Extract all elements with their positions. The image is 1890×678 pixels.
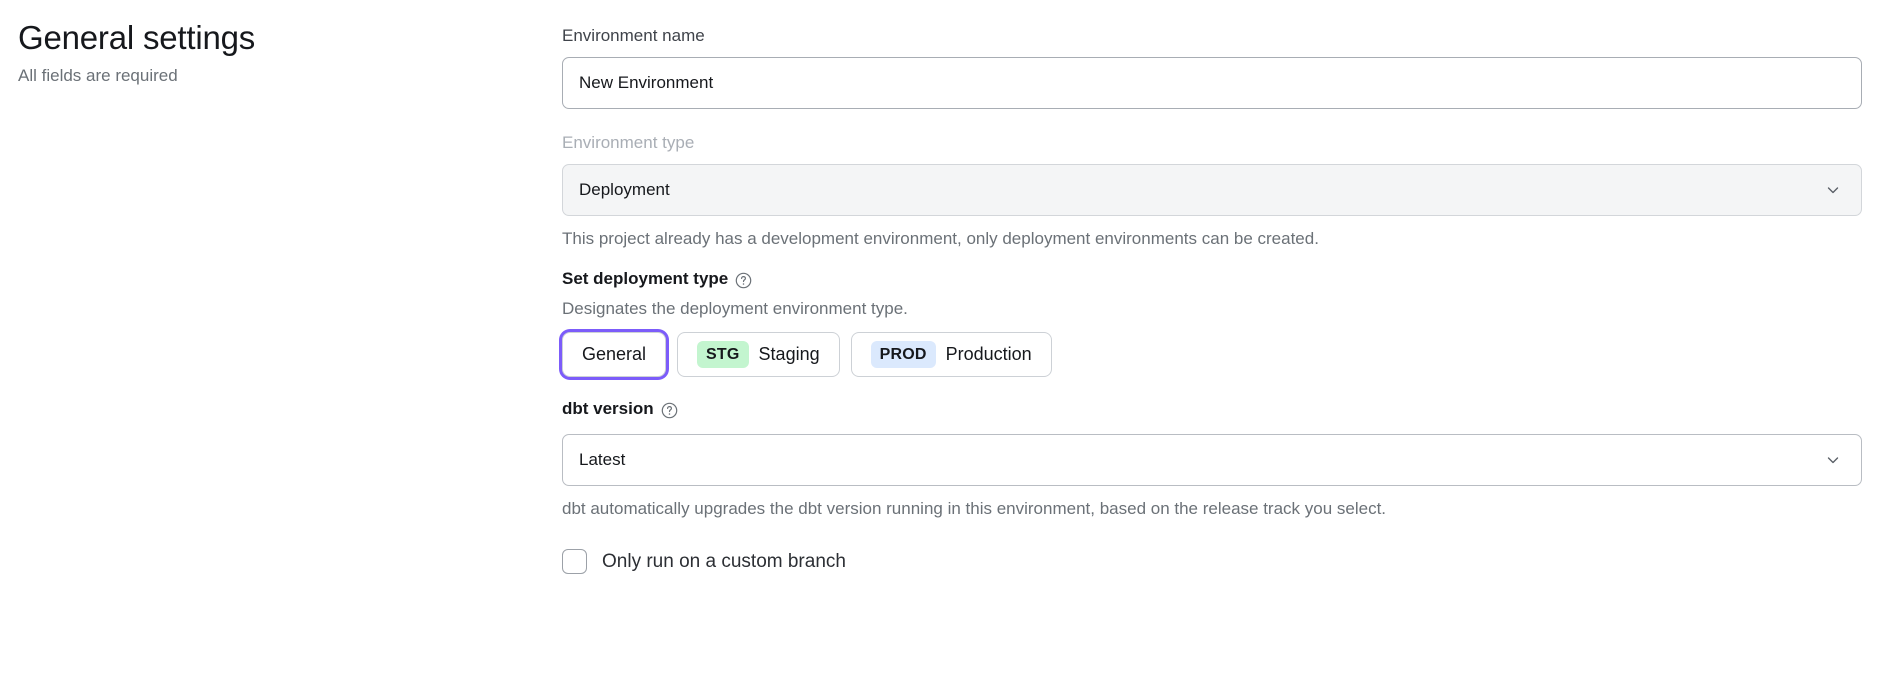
custom-branch-label: Only run on a custom branch: [602, 550, 846, 572]
dbt-version-select-value: Latest: [562, 434, 1862, 486]
environment-type-select[interactable]: Deployment: [562, 164, 1862, 216]
help-circle-icon[interactable]: [735, 272, 752, 289]
custom-branch-checkbox[interactable]: [562, 549, 587, 574]
custom-branch-row[interactable]: Only run on a custom branch: [562, 549, 1862, 574]
environment-type-note: This project already has a development e…: [562, 229, 1319, 248]
environment-name-input[interactable]: [562, 57, 1862, 109]
dbt-version-note: dbt automatically upgrades the dbt versi…: [562, 499, 1387, 518]
deployment-type-option-production[interactable]: PROD Production: [850, 332, 1052, 377]
deployment-type-option-production-label: Production: [945, 344, 1032, 364]
deployment-type-option-general-label: General: [582, 344, 647, 364]
deployment-type-field: Set deployment type Designates the deplo…: [562, 267, 1862, 377]
page-title: General settings: [18, 19, 256, 56]
dbt-version-select[interactable]: Latest: [562, 434, 1862, 486]
deployment-type-label-row: Set deployment type: [562, 267, 1862, 291]
deployment-type-label: Set deployment type: [562, 269, 729, 288]
deployment-type-option-staging[interactable]: STG Staging: [677, 332, 840, 377]
environment-type-field: Environment type Deployment This project…: [562, 131, 1862, 251]
page-subtitle: All fields are required: [18, 66, 178, 85]
environment-name-field: Environment name: [562, 24, 1862, 109]
deployment-type-options: General STG Staging PROD Production: [562, 332, 1862, 377]
deployment-type-description: Designates the deployment environment ty…: [562, 299, 908, 318]
staging-badge: STG: [697, 341, 749, 368]
deployment-type-option-general[interactable]: General: [562, 332, 667, 377]
production-badge: PROD: [870, 341, 936, 368]
deployment-type-option-staging-label: Staging: [758, 344, 820, 364]
settings-heading-column: General settings All fields are required: [18, 18, 518, 88]
environment-type-select-value: Deployment: [562, 164, 1862, 216]
dbt-version-label-row: dbt version: [562, 397, 1862, 421]
dbt-version-field: dbt version Latest dbt aut: [562, 397, 1862, 521]
environment-name-label: Environment name: [562, 26, 705, 45]
dbt-version-label: dbt version: [562, 399, 654, 418]
environment-type-label: Environment type: [562, 133, 695, 152]
help-circle-icon[interactable]: [661, 402, 678, 419]
settings-form-column: Environment name Environment type Deploy…: [562, 24, 1862, 574]
